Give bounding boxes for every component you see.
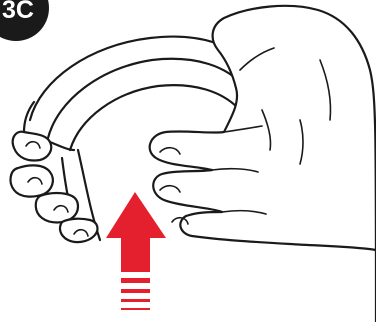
up-arrow-icon	[106, 192, 166, 310]
step-label: 3C	[2, 0, 34, 24]
arrow-dash-2	[121, 289, 150, 293]
arrow-head	[106, 192, 166, 272]
arrow-dash-3	[121, 299, 150, 302]
arrow-dash-1	[121, 278, 150, 283]
step-badge: 3C	[0, 0, 49, 41]
right-hand	[150, 6, 376, 322]
arrow-dash-4	[121, 308, 150, 310]
